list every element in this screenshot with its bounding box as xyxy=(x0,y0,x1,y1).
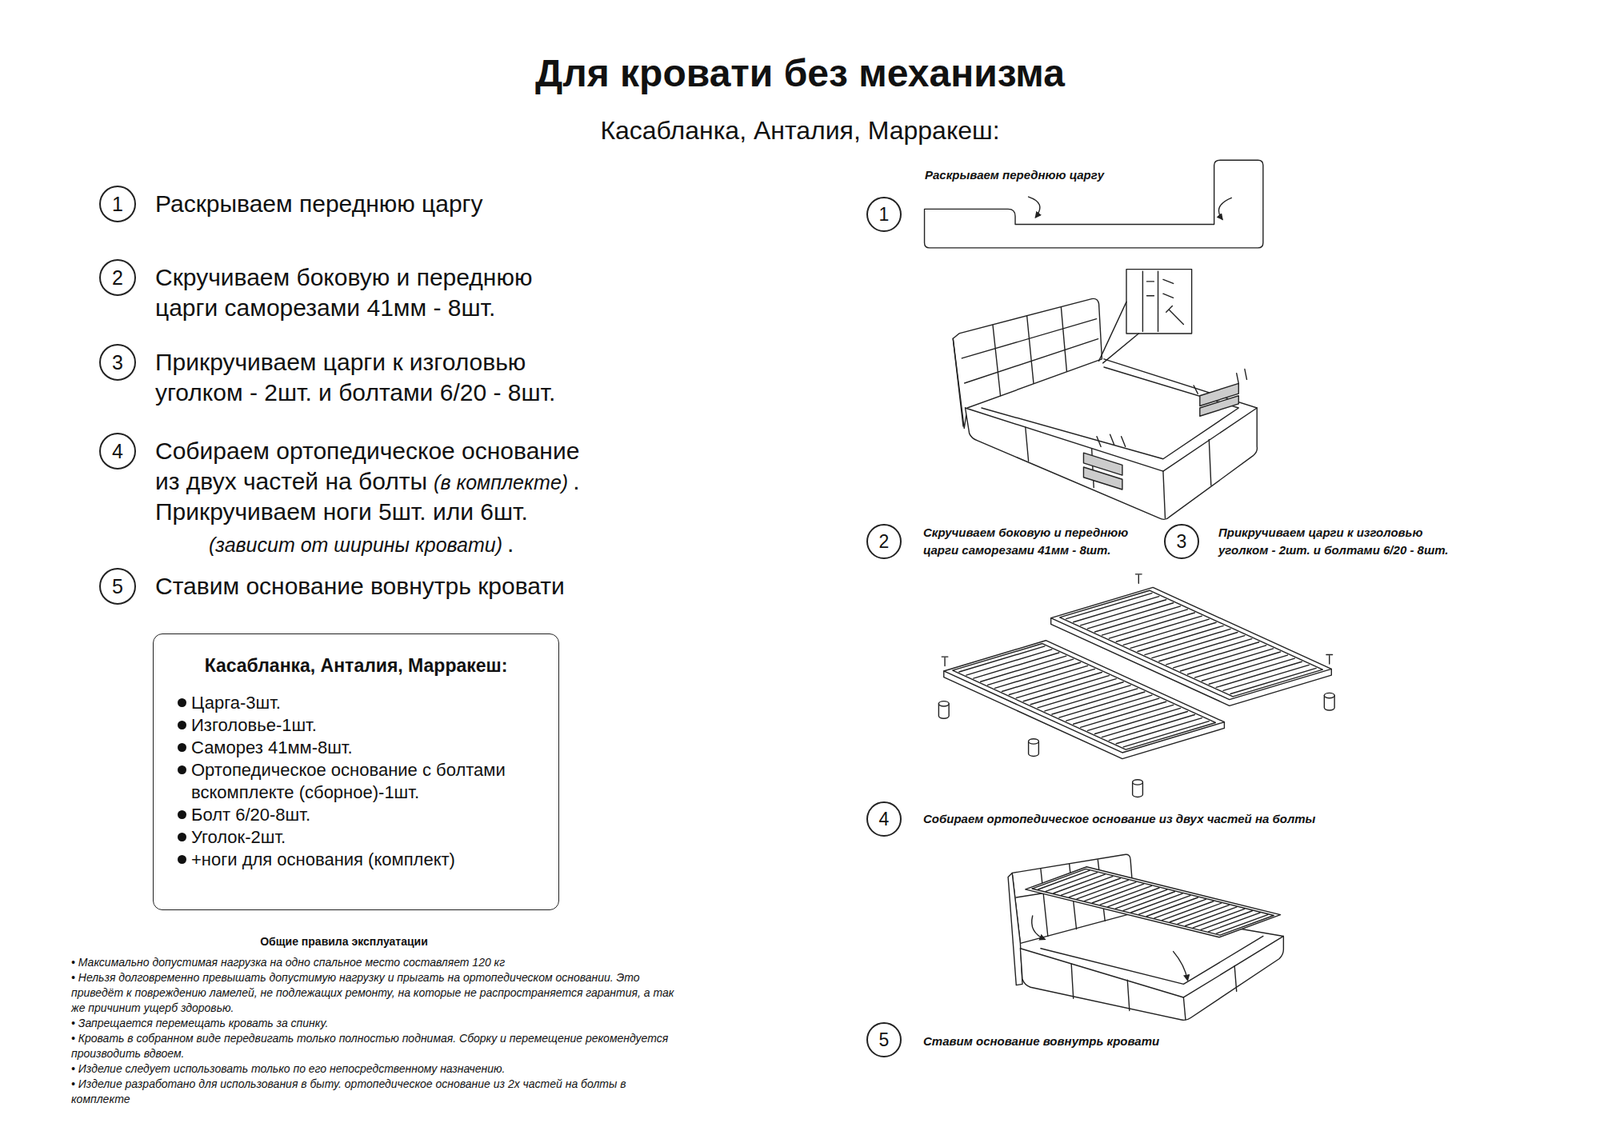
step-text: Раскрываем переднюю царгу xyxy=(155,188,484,220)
rules-list: • Максимально допустимая нагрузка на одн… xyxy=(71,955,688,1108)
parts-list-item: +ноги для основания (комплект) xyxy=(191,848,543,872)
step-number-circle: 4 xyxy=(99,432,136,470)
step-number-circle: 2 xyxy=(99,259,136,296)
leg-top xyxy=(1028,739,1040,744)
rail-corner xyxy=(1183,997,1186,1020)
slat-base xyxy=(1025,867,1281,938)
slat-base-figure xyxy=(938,574,1335,798)
rail-faces xyxy=(1020,936,1284,1020)
zoom-detail xyxy=(1142,271,1184,332)
leg-top xyxy=(938,701,949,707)
parts-list-item: Ортопедическое основание с болтами вском… xyxy=(191,759,511,804)
subtitle: Касабланка, Анталия, Марракеш: xyxy=(0,114,1600,147)
parts-list-item: Болт 6/20-8шт. xyxy=(191,804,543,827)
parts-list-item: Уголок-2шт. xyxy=(191,826,543,849)
front-rail-figure xyxy=(924,160,1264,248)
step-number-circle: 3 xyxy=(99,344,136,381)
step-number-circle: 1 xyxy=(866,196,902,232)
rail-corner xyxy=(1163,471,1166,519)
step-text: Скручиваем боковую и переднюю царги само… xyxy=(155,262,536,324)
parts-list-item: Изголовье-1шт. xyxy=(191,714,543,737)
bed-insert-figure xyxy=(1008,854,1284,1020)
bed-frame-figure xyxy=(952,269,1257,520)
step-text: Ставим основание вовнутрь кровати xyxy=(155,571,565,602)
insert-arrow xyxy=(1032,916,1045,940)
parts-list-item: Саморез 41мм-8шт. xyxy=(191,736,543,760)
callout-number: 5 xyxy=(879,1031,890,1050)
zoom-box xyxy=(1126,269,1192,334)
figure-caption: Скручиваем боковую и переднюю царги само… xyxy=(923,524,1132,560)
step-number-circle: 4 xyxy=(866,801,902,837)
step-number-circle: 5 xyxy=(99,568,136,605)
rail-top xyxy=(965,359,1258,472)
rules-item: • Максимально допустимая нагрузка на одн… xyxy=(71,955,688,971)
rules-item: • Изделие следует использовать только по… xyxy=(71,1061,688,1077)
callout-number: 1 xyxy=(112,194,124,215)
callout-number: 2 xyxy=(879,532,890,552)
bolt xyxy=(941,574,1332,667)
step-text: . xyxy=(572,468,580,495)
leg-top xyxy=(1324,692,1335,698)
callout-number: 5 xyxy=(112,576,124,597)
callout-number: 1 xyxy=(879,205,890,224)
step-number-circle: 2 xyxy=(866,524,902,560)
callout-number: 4 xyxy=(112,441,124,462)
rail-inner xyxy=(1040,936,1264,984)
rules-heading: Общие правила эксплуатации xyxy=(184,934,504,949)
step-text-group: Собираем ортопедическое основание из дву… xyxy=(155,436,587,528)
headboard-arm xyxy=(1008,872,1023,985)
callout-number: 3 xyxy=(112,352,124,373)
slat-frame xyxy=(944,640,1225,753)
step-note: (зависит от ширины кровати) xyxy=(208,533,503,556)
rail-inner xyxy=(981,367,1239,460)
callout-number: 2 xyxy=(112,268,124,288)
unfold-arrow xyxy=(1028,196,1040,218)
callout-number: 3 xyxy=(1176,532,1188,552)
rules-item: • Кровать в собранном виде передвигать т… xyxy=(71,1031,688,1062)
joint-plate xyxy=(1200,383,1239,416)
joint-plate xyxy=(1083,452,1122,490)
rules-item: • Нельзя долговременно превышать допусти… xyxy=(71,970,688,1016)
figure-caption: Раскрываем переднюю царгу xyxy=(924,167,1104,184)
parts-list: Царга-3шт.Изголовье-1шт.Саморез 41мм-8шт… xyxy=(169,692,543,872)
rules-item: • Запрещается перемещать кровать за спин… xyxy=(71,1016,688,1032)
headboard-tufts xyxy=(961,307,1098,396)
rules-item: • Изделие разработано для использования … xyxy=(71,1076,688,1108)
step-text: Прикручиваем ноги 5шт. или 6шт. xyxy=(155,496,587,528)
unfold-arrow xyxy=(1218,197,1232,220)
insert-arrow xyxy=(1173,952,1188,981)
parts-list-item: Царга-3шт. xyxy=(191,692,543,715)
rail-tufts xyxy=(1071,964,1237,1012)
step-number-circle: 3 xyxy=(1164,524,1200,560)
step-text: . xyxy=(507,530,514,557)
figure-caption: Собираем ортопедическое основание из дву… xyxy=(923,810,1316,828)
callout-number: 4 xyxy=(879,810,890,829)
step-text: Прикручиваем царги к изголовью уголком -… xyxy=(155,347,560,408)
leader-line xyxy=(1099,301,1140,364)
leg-top xyxy=(1132,780,1144,785)
figure-caption: Прикручиваем царги к изголовью уголком -… xyxy=(1218,524,1452,560)
parts-list-box: Касабланка, Анталия, Марракеш: Царга-3шт.… xyxy=(152,633,560,911)
parts-list-heading: Касабланка, Анталия, Марракеш: xyxy=(169,653,543,678)
step-number-circle: 1 xyxy=(99,185,136,223)
step-note: (в комплекте) xyxy=(433,471,568,494)
step-text-group: (зависит от ширины кровати). xyxy=(208,528,514,560)
figure-caption: Ставим основание вовнутрь кровати xyxy=(923,1032,1160,1051)
headboard-arm xyxy=(952,338,964,427)
step-number-circle: 5 xyxy=(866,1022,902,1058)
screws xyxy=(1096,369,1247,448)
rail-outline xyxy=(924,160,1264,248)
page-title: Для кровати без механизма xyxy=(0,49,1600,98)
